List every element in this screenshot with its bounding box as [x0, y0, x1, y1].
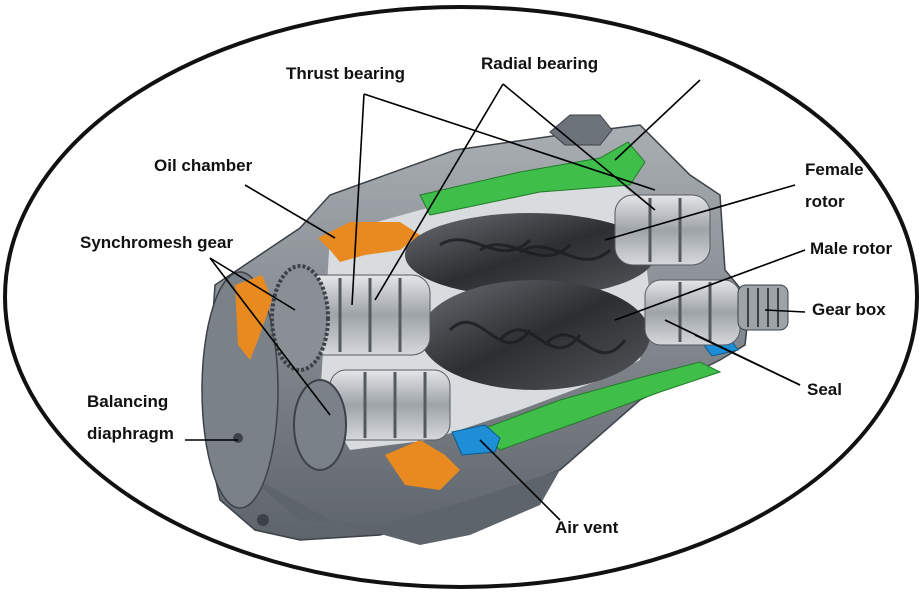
rotor-lobes: [439, 238, 627, 355]
sync-gear-shape: [270, 264, 330, 372]
label-balancing-line2: diaphragm: [87, 424, 174, 443]
compressor-cutaway: [201, 114, 789, 545]
top-boss: [549, 114, 613, 146]
oil-region-top: [318, 222, 420, 262]
cooling-jacket-bottom: [479, 361, 722, 451]
label-air-vent: Air vent: [555, 518, 619, 537]
leader-lines: [185, 79, 806, 521]
label-synchromesh-gear: Synchromesh gear: [80, 233, 234, 252]
label-oil-chamber: Oil chamber: [154, 156, 253, 175]
bearing-stack-left: [299, 274, 451, 441]
gear-box-shaft: [737, 284, 789, 331]
label-radial-bearing: Radial bearing: [481, 54, 599, 73]
label-thrust-bearing: Thrust bearing: [286, 64, 406, 83]
female-rotor-shape: [405, 213, 655, 297]
label-balancing-line1: Balancing: [87, 392, 169, 411]
label-female-rotor-line1: Female: [805, 160, 864, 179]
oil-region-left: [235, 275, 272, 360]
cooling-jacket-top: [419, 141, 646, 216]
bearing-stack-right: [614, 194, 741, 346]
oil-region-bottom: [385, 440, 460, 490]
label-male-rotor: Male rotor: [810, 239, 893, 258]
label-seal: Seal: [807, 380, 842, 399]
label-female-rotor-line2: rotor: [805, 192, 845, 211]
casing-base: [240, 470, 560, 545]
label-gear-box: Gear box: [812, 300, 886, 319]
